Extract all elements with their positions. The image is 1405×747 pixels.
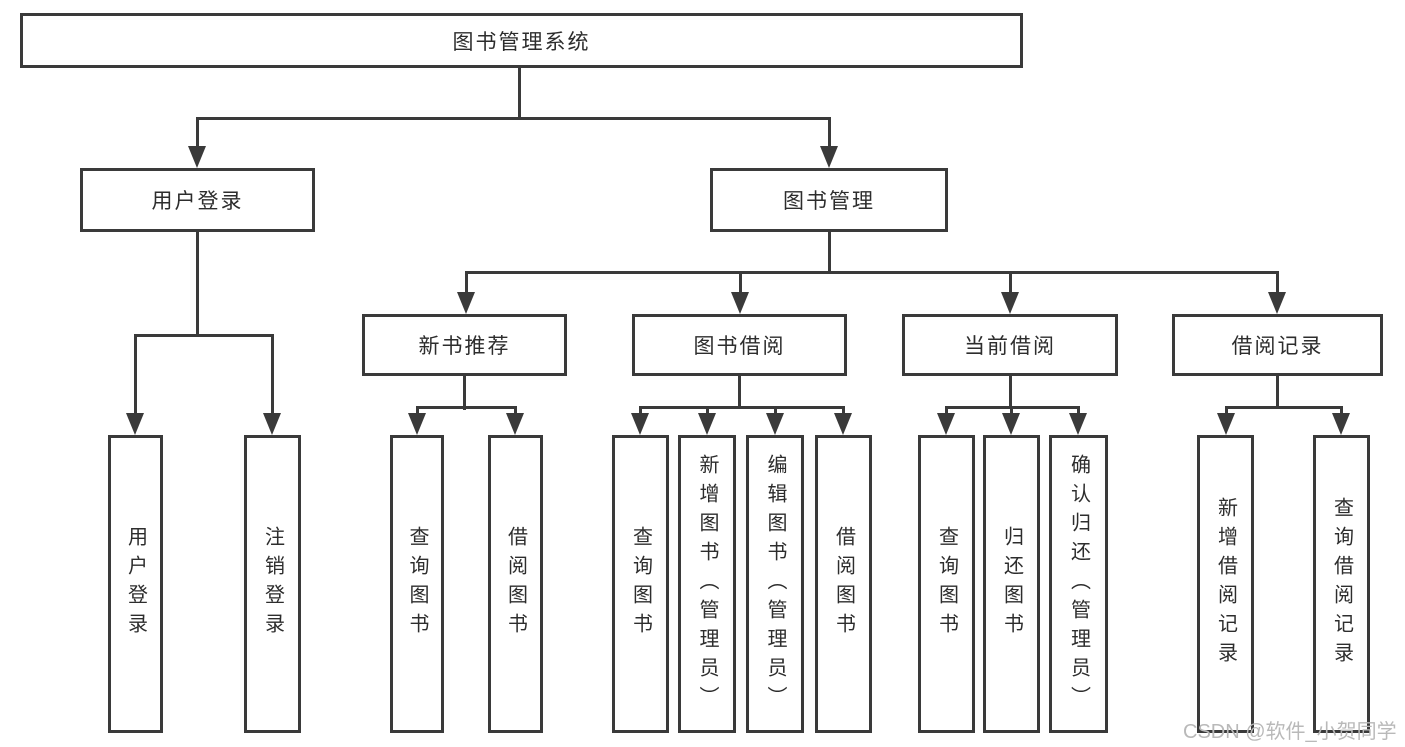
arrow-down-icon <box>1002 413 1020 435</box>
leaf-record-add-borrow-record-label: 新增借阅记录 <box>1214 497 1237 671</box>
node-borrow-record: 借阅记录 <box>1172 314 1383 376</box>
leaf-borrow-edit-books-admin: 编辑图书（管理员） <box>746 435 804 733</box>
leaf-current-query-books-label: 查询图书 <box>935 526 958 642</box>
arrow-down-icon <box>1332 413 1350 435</box>
node-user-login: 用户登录 <box>80 168 315 232</box>
connector-drop <box>1077 406 1080 416</box>
leaf-user-login: 用户登录 <box>108 435 163 733</box>
leaf-record-query-borrow-record-label: 查询借阅记录 <box>1330 497 1353 671</box>
connector-userlogin-rail <box>134 334 274 337</box>
leaf-record-add-borrow-record: 新增借阅记录 <box>1197 435 1254 733</box>
connector-drop-book-mgmt <box>828 117 831 149</box>
connector-newbook-rail <box>416 406 517 409</box>
connector-root-stem <box>518 66 521 119</box>
leaf-record-query-borrow-record: 查询借阅记录 <box>1313 435 1370 733</box>
arrow-down-icon <box>1069 413 1087 435</box>
connector-bookborrow-stem <box>738 374 741 409</box>
leaf-logout-label: 注销登录 <box>261 526 284 642</box>
node-new-book-recommend: 新书推荐 <box>362 314 567 376</box>
leaf-newbook-borrow-books: 借阅图书 <box>488 435 543 733</box>
node-current-borrow-label: 当前借阅 <box>964 335 1056 358</box>
connector-drop <box>706 406 709 416</box>
leaf-borrow-edit-books-admin-label: 编辑图书（管理员） <box>764 453 786 715</box>
connector-drop <box>1010 406 1013 416</box>
arrow-down-icon <box>188 146 206 168</box>
leaf-current-confirm-return-admin: 确认归还（管理员） <box>1049 435 1108 733</box>
node-root-library-system: 图书管理系统 <box>20 13 1023 68</box>
leaf-logout: 注销登录 <box>244 435 301 733</box>
arrow-down-icon <box>698 413 716 435</box>
arrow-down-icon <box>1268 292 1286 314</box>
leaf-current-query-books: 查询图书 <box>918 435 975 733</box>
connector-borrowrecord-stem <box>1276 373 1279 409</box>
node-book-management-label: 图书管理 <box>783 190 875 213</box>
arrow-down-icon <box>820 146 838 168</box>
leaf-borrow-add-books-admin: 新增图书（管理员） <box>678 435 736 733</box>
leaf-borrow-borrow-books: 借阅图书 <box>815 435 872 733</box>
connector-drop <box>774 406 777 416</box>
connector-drop-user-login <box>196 117 199 149</box>
leaf-borrow-borrow-books-label: 借阅图书 <box>832 526 855 642</box>
node-current-borrow: 当前借阅 <box>902 314 1118 376</box>
arrow-down-icon <box>457 292 475 314</box>
arrow-down-icon <box>263 413 281 435</box>
connector-userlogin-stem <box>196 230 199 337</box>
arrow-down-icon <box>126 413 144 435</box>
node-book-borrow: 图书借阅 <box>632 314 847 376</box>
connector-drop-leaf-login <box>134 334 137 416</box>
connector-newbook-stem <box>463 373 466 410</box>
node-user-login-label: 用户登录 <box>151 190 244 213</box>
connector-bookmgmt-rail <box>465 271 1279 274</box>
leaf-borrow-query-books: 查询图书 <box>612 435 669 733</box>
connector-drop-currentborrow <box>1009 271 1012 295</box>
connector-drop-newbook <box>465 271 468 295</box>
arrow-down-icon <box>408 413 426 435</box>
leaf-newbook-borrow-books-label: 借阅图书 <box>504 526 527 642</box>
leaf-newbook-query-books: 查询图书 <box>390 435 444 733</box>
arrow-down-icon <box>937 413 955 435</box>
node-borrow-record-label: 借阅记录 <box>1231 335 1324 358</box>
connector-drop-leaf-logout <box>271 334 274 416</box>
connector-drop-bookborrow <box>739 271 742 295</box>
connector-drop <box>1225 406 1228 416</box>
leaf-borrow-add-books-admin-label: 新增图书（管理员） <box>696 453 718 715</box>
arrow-down-icon <box>1217 413 1235 435</box>
node-book-management: 图书管理 <box>710 168 948 232</box>
connector-bookborrow-rail <box>639 406 845 409</box>
csdn-watermark: CSDN @软件_小贺同学 <box>1183 721 1397 743</box>
connector-drop <box>639 406 642 416</box>
connector-root-rail <box>196 117 831 120</box>
connector-drop <box>842 406 845 416</box>
arrow-down-icon <box>766 413 784 435</box>
connector-drop-borrowrecord <box>1276 271 1279 295</box>
connector-borrowrecord-rail <box>1225 406 1343 409</box>
connector-bookmgmt-stem <box>828 230 831 274</box>
leaf-current-return-books: 归还图书 <box>983 435 1040 733</box>
node-book-borrow-label: 图书借阅 <box>693 335 786 358</box>
connector-currentborrow-stem <box>1009 373 1012 409</box>
leaf-borrow-query-books-label: 查询图书 <box>629 526 652 642</box>
arrow-down-icon <box>834 413 852 435</box>
arrow-down-icon <box>1001 292 1019 314</box>
arrow-down-icon <box>631 413 649 435</box>
connector-drop <box>945 406 948 416</box>
connector-drop <box>514 406 517 416</box>
connector-drop <box>416 406 419 416</box>
leaf-user-login-label: 用户登录 <box>124 526 147 642</box>
leaf-current-return-books-label: 归还图书 <box>1000 526 1023 642</box>
node-new-book-recommend-label: 新书推荐 <box>418 335 511 358</box>
leaf-newbook-query-books-label: 查询图书 <box>406 526 428 642</box>
connector-drop <box>1340 406 1343 416</box>
arrow-down-icon <box>731 292 749 314</box>
node-root-label: 图书管理系统 <box>452 30 591 54</box>
arrow-down-icon <box>506 413 524 435</box>
leaf-current-confirm-return-admin-label: 确认归还（管理员） <box>1067 453 1090 715</box>
